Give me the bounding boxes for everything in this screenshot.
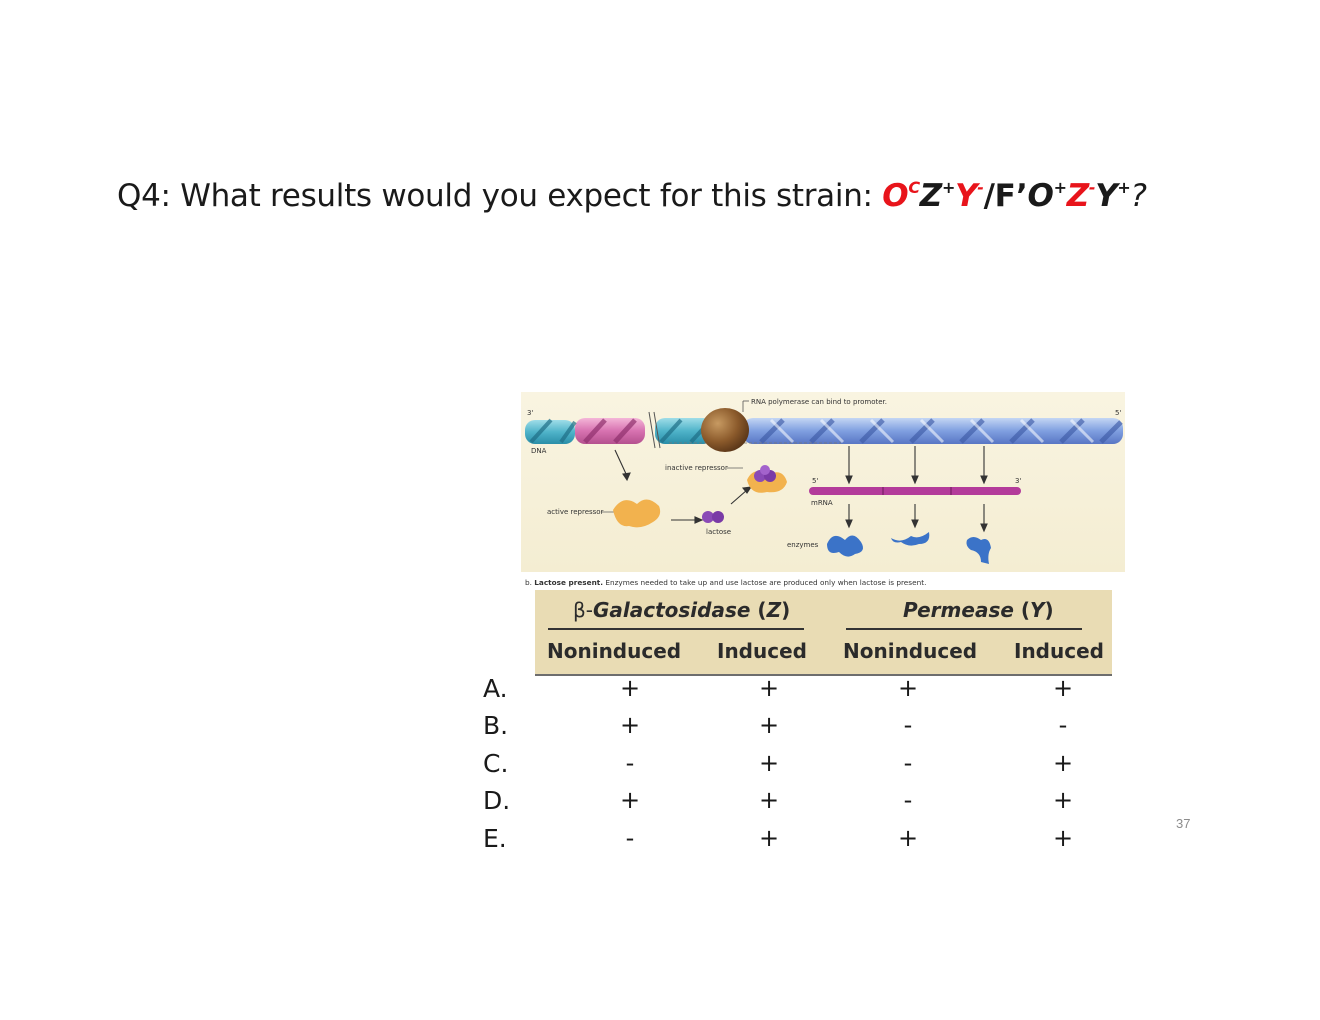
polymerase-label: RNA polymerase can bind to promoter. (751, 398, 888, 406)
genotype-separator: /F’ (983, 178, 1028, 214)
page-number: 37 (1176, 816, 1191, 831)
cell-y-induced: + (1052, 824, 1074, 852)
dna-5prime-label: 5' (1115, 409, 1122, 417)
cell-z-induced: + (758, 711, 780, 739)
inactive-repressor (747, 465, 787, 493)
cell-z-induced: + (758, 824, 780, 852)
cell-z-induced: + (758, 786, 780, 814)
permease-underline (846, 628, 1082, 630)
lactose-label: lactose (706, 528, 732, 536)
rna-polymerase (701, 408, 749, 452)
cell-y-induced: + (1052, 749, 1074, 777)
question-text: Q4: What results would you expect for th… (117, 178, 1147, 214)
question-prefix: Q4: What results would you expect for th… (117, 178, 883, 214)
col-y-induced: Induced (1014, 639, 1104, 663)
results-table-header: β-Galactosidase (Z) Permease (Y) Nonindu… (535, 590, 1112, 676)
mrna-3prime-label: 3' (1015, 477, 1022, 485)
question-mark: ? (1130, 178, 1147, 214)
figure-caption: b. Lactose present. Enzymes needed to ta… (525, 578, 927, 587)
genotype-z-plus: Z+ (919, 178, 956, 214)
option-letter: A. (483, 674, 508, 703)
cell-z-induced: + (758, 749, 780, 777)
genotype-operator-c: OC (882, 178, 920, 214)
cell-y-induced: + (1052, 786, 1074, 814)
cell-y-induced: - (1058, 711, 1068, 739)
enzymes (827, 532, 991, 564)
cell-z-noninduced: + (619, 786, 641, 814)
dna-3prime-label: 3' (527, 409, 534, 417)
cell-y-noninduced: - (903, 711, 913, 739)
lac-operon-illustration (525, 400, 1123, 564)
cell-y-induced: + (1052, 674, 1074, 702)
lactose-molecule (702, 511, 724, 523)
cell-y-noninduced: + (897, 824, 919, 852)
enzymes-label: enzymes (787, 541, 819, 549)
cell-y-noninduced: - (903, 749, 913, 777)
cell-y-noninduced: + (897, 674, 919, 702)
col-z-induced: Induced (717, 639, 807, 663)
option-letter: C. (483, 749, 509, 778)
active-repressor-label: active repressor (547, 508, 604, 516)
galactosidase-underline (548, 628, 804, 630)
mrna-strand (809, 487, 1021, 495)
galactosidase-heading: β-Galactosidase (Z) (573, 598, 791, 622)
inactive-repressor-label: inactive repressor (665, 464, 728, 472)
dna-label: DNA (531, 447, 547, 455)
mrna-5prime-label: 5' (812, 477, 819, 485)
option-letter: B. (483, 711, 509, 740)
cell-z-noninduced: - (625, 749, 635, 777)
option-letter: D. (483, 786, 511, 815)
genotype-z-minus: Z- (1066, 178, 1096, 214)
col-z-noninduced: Noninduced (547, 639, 682, 663)
genotype-y-minus: Y- (955, 178, 984, 214)
col-y-noninduced: Noninduced (843, 639, 978, 663)
genotype-operator-plus: O+ (1027, 178, 1067, 214)
mrna-label: mRNA (811, 499, 833, 507)
genotype-y-plus: Y+ (1095, 178, 1131, 214)
permease-heading: Permease (Y) (903, 598, 1054, 622)
cell-z-noninduced: + (619, 674, 641, 702)
cell-z-noninduced: - (625, 824, 635, 852)
dna-helix (525, 411, 1123, 449)
cell-z-induced: + (758, 674, 780, 702)
cell-z-noninduced: + (619, 711, 641, 739)
active-repressor (613, 499, 661, 528)
lac-operon-figure: 3' 5' DNA RNA polymerase can bind to pro… (521, 392, 1125, 572)
cell-y-noninduced: - (903, 786, 913, 814)
option-letter: E. (483, 824, 507, 853)
